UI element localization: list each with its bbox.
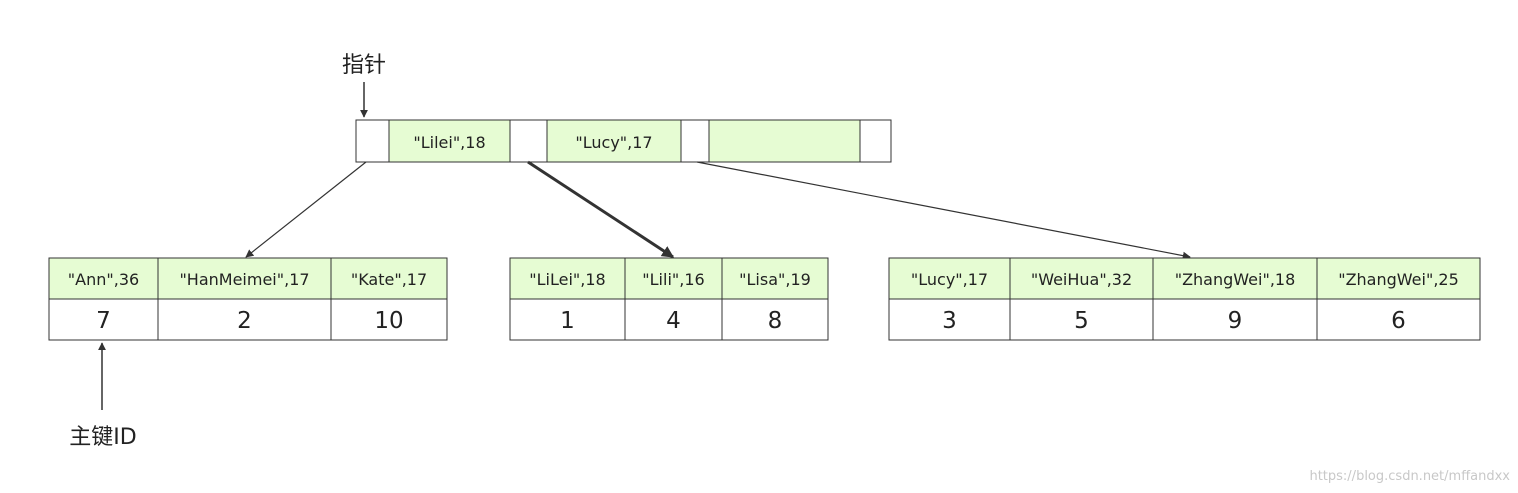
leaf-id-text: 4 [666,308,681,334]
leaf-id-cell [330,298,448,341]
leaf-id-text: 8 [768,308,783,334]
leaf-id-cell [509,298,626,341]
leaf-id-text: 7 [96,308,111,334]
leaf-node-3: "Lucy",17 "WeiHua",32 "ZhangWei",18 "Zha… [888,257,1481,341]
leaf-id-cell [48,298,159,341]
root-pointer-cell [509,119,548,163]
leaf-id-cell [1316,298,1481,341]
leaf-key-text: "Kate",17 [351,270,427,289]
leaf-id-cell [1152,298,1318,341]
leaf-key-text: "Lucy",17 [911,270,988,289]
edge-root-to-leaf-2 [527,160,675,259]
edge-root-to-leaf-3 [696,161,1191,260]
leaf-key-cell [721,257,829,300]
root-pointer-cell [859,119,892,163]
leaf-key-text: "HanMeimei",17 [179,270,309,289]
leaf-key-cell [509,257,626,300]
leaf-key-cell [1316,257,1481,300]
root-key-text: "Lucy",17 [575,133,652,152]
root-pointer-cell [355,119,390,163]
leaf-key-cell [624,257,723,300]
leaf-key-text: "WeiHua",32 [1031,270,1132,289]
edge-root-to-leaf-1 [245,161,367,258]
leaf-node-1: "Ann",36 "HanMeimei",17 "Kate",17 7 2 10 [48,257,448,341]
leaf-key-text: "ZhangWei",18 [1175,270,1296,289]
root-key-cell-empty [708,119,861,163]
leaf-id-text: 5 [1074,308,1089,334]
root-key-text: "Lilei",18 [413,133,485,152]
leaf-id-cell [888,298,1011,341]
primary-key-label: 主键ID [69,425,136,450]
leaf-id-text: 1 [560,308,575,334]
leaf-key-text: "Lisa",19 [739,270,811,289]
leaf-id-text: 2 [237,308,252,334]
leaf-key-text: "ZhangWei",25 [1338,270,1459,289]
root-pointer-cell [680,119,710,163]
leaf-id-text: 6 [1391,308,1406,334]
leaf-key-cell [888,257,1011,300]
leaf-id-text: 10 [374,308,403,334]
leaf-id-text: 3 [942,308,957,334]
leaf-key-text: "LiLei",18 [529,270,605,289]
leaf-key-text: "Ann",36 [68,270,139,289]
watermark: https://blog.csdn.net/mffandxx [1309,469,1510,484]
pointer-label: 指针 [342,53,386,78]
leaf-id-cell [1009,298,1154,341]
leaf-id-text: 9 [1228,308,1243,334]
leaf-id-cell [721,298,829,341]
leaf-key-text: "Lili",16 [642,270,704,289]
leaf-id-cell [624,298,723,341]
root-key-cell [546,119,682,163]
leaf-node-2: "LiLei",18 "Lili",16 "Lisa",19 1 4 8 [509,257,829,341]
root-node: "Lilei",18 "Lucy",17 [355,119,892,163]
leaf-key-cell [330,257,448,300]
